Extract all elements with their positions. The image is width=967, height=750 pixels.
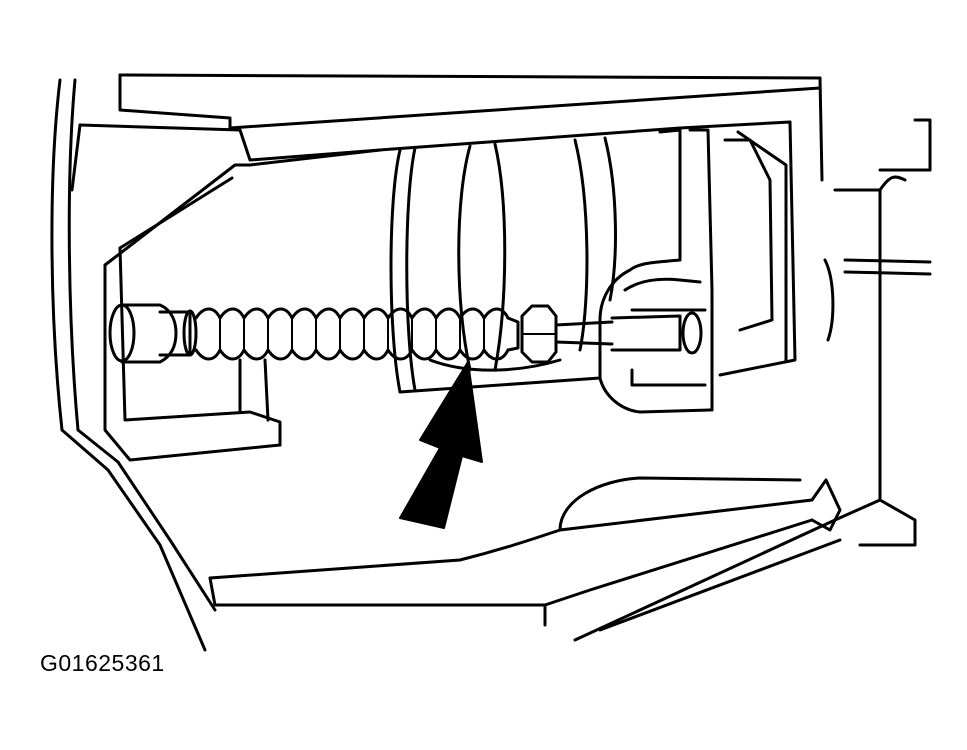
equalizer-lever xyxy=(598,128,774,414)
right-side-frame xyxy=(823,118,932,547)
lower-crossmember xyxy=(208,476,842,642)
figure-id-label: G01625361 xyxy=(40,650,165,676)
adjuster-nut xyxy=(520,304,703,364)
mounting-bracket xyxy=(103,120,797,462)
brake-housing xyxy=(389,136,617,394)
cable-end-fitting xyxy=(108,303,198,364)
arrow-icon xyxy=(399,361,483,529)
body-panel-outline xyxy=(50,73,824,652)
rubber-boot xyxy=(194,307,520,361)
